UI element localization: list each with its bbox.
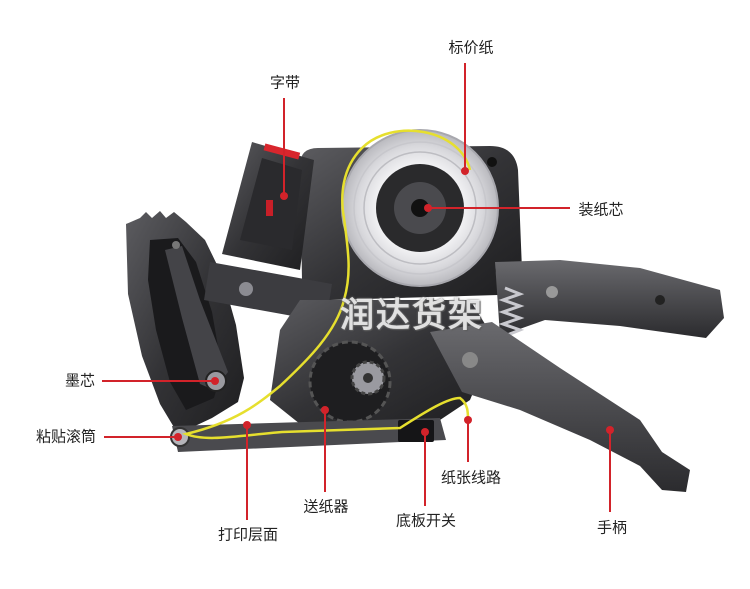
callout-base-plate-switch: 底板开关 [395, 511, 457, 530]
leader-label-paper [461, 63, 469, 175]
leader-adhesive-roller [104, 433, 182, 441]
leader-paper-core [424, 204, 570, 212]
lower-handle [430, 322, 690, 492]
spring [498, 286, 525, 338]
leader-paper-feeder [321, 406, 329, 492]
ink-roller-arm [165, 246, 228, 390]
leader-handle [606, 426, 614, 512]
leader-base-plate-switch [421, 428, 429, 506]
callout-character-band: 字带 [269, 73, 301, 92]
handle-screw [655, 295, 665, 305]
bottom-plate [172, 418, 446, 452]
callout-paper-core: 装纸芯 [578, 200, 624, 219]
housing-screw [172, 241, 180, 249]
callout-adhesive-roller: 粘贴滚筒 [35, 427, 97, 446]
paper-path-line [181, 129, 472, 440]
leader-paper-path [464, 416, 472, 462]
callout-handle: 手柄 [596, 518, 628, 537]
character-band-red-strip [263, 143, 301, 160]
trigger-pivot [462, 352, 478, 368]
callout-print-surface: 打印层面 [217, 525, 279, 544]
leader-print-surface [243, 421, 251, 520]
leader-ink-core [102, 377, 219, 385]
watermark-text: 润达货架 [340, 295, 484, 336]
callout-ink-core: 墨芯 [64, 371, 96, 390]
feeder-gear-center [363, 373, 373, 383]
handle-screw [546, 286, 558, 298]
linkage-pin [239, 282, 253, 296]
paper-core-center [411, 199, 429, 217]
callout-label-paper: 标价纸 [448, 38, 494, 57]
character-band-marker [266, 200, 273, 216]
leader-character-band [280, 98, 288, 200]
callout-paper-path: 纸张线路 [440, 468, 502, 487]
callout-paper-feeder: 送纸器 [303, 497, 349, 516]
body-hole [487, 157, 497, 167]
upper-handle [495, 260, 724, 338]
